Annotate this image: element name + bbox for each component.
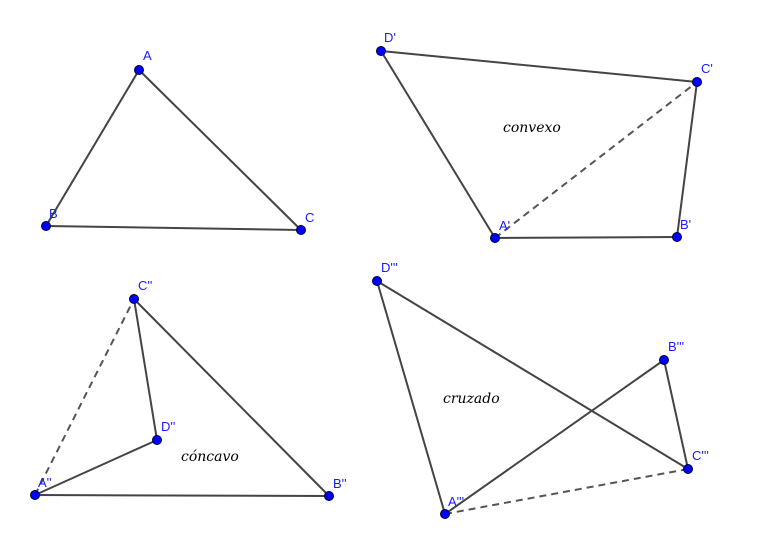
point-a2[interactable] [30,490,40,500]
point-c[interactable] [296,225,306,235]
segment-a2-b2[interactable] [34,494,330,497]
point-d3[interactable] [372,276,382,286]
segment-c2-d2[interactable] [133,298,158,441]
point-b1[interactable] [672,232,682,242]
segment-ac[interactable] [138,69,302,231]
caption-concavo: cóncavo [181,449,239,465]
point-d2[interactable] [152,435,162,445]
segment-c1-b1[interactable] [676,81,698,238]
point-c3[interactable] [683,464,693,474]
label-d1: D' [384,30,396,45]
label-c3: C''' [692,448,709,463]
segment-d3-c3[interactable] [376,280,689,470]
segment-a1-d1[interactable] [380,50,496,239]
quad-convexo: D' C' B' A' convexo [376,30,713,243]
diagonal-a2-c2[interactable] [34,298,135,496]
segment-b1-a1[interactable] [494,236,678,239]
point-d1[interactable] [376,46,386,56]
point-b3[interactable] [659,355,669,365]
label-d3: D''' [381,260,398,275]
segment-b2-c2[interactable] [133,298,330,497]
point-a3[interactable] [440,509,450,519]
point-b2[interactable] [324,491,334,501]
label-c: C [305,210,314,225]
label-a3: A''' [448,494,464,509]
label-b2: B'' [333,476,347,491]
label-a1: A' [499,218,510,233]
label-c1: C' [701,61,713,76]
point-b[interactable] [41,221,51,231]
point-c2[interactable] [129,294,139,304]
segment-d2-a2[interactable] [34,439,158,496]
triangle-abc: A B C [41,48,314,235]
caption-cruzado: cruzado [443,391,500,407]
label-c2: C'' [138,278,152,293]
quad-concavo: C'' D'' A'' B'' cóncavo [30,278,347,501]
label-a2: A'' [38,475,52,490]
segment-bc[interactable] [45,225,302,231]
point-c1[interactable] [692,77,702,87]
quad-cruzado: D''' B''' C''' A''' cruzado [372,260,709,519]
label-b1: B' [680,217,691,232]
label-a: A [143,48,152,63]
label-b: B [49,206,58,221]
segment-b3-a3[interactable] [444,359,665,515]
diagonal-a1-c1[interactable] [494,81,698,239]
caption-convexo: convexo [503,120,561,136]
segment-c3-b3[interactable] [663,359,689,470]
point-a1[interactable] [490,233,500,243]
segment-d1-c1[interactable] [380,50,698,83]
label-b3: B''' [668,339,684,354]
label-d2: D'' [161,419,175,434]
diagonal-a3-c3[interactable] [444,468,689,515]
point-a[interactable] [134,65,144,75]
segment-ab[interactable] [45,69,140,227]
segment-a3-d3[interactable] [376,280,446,515]
